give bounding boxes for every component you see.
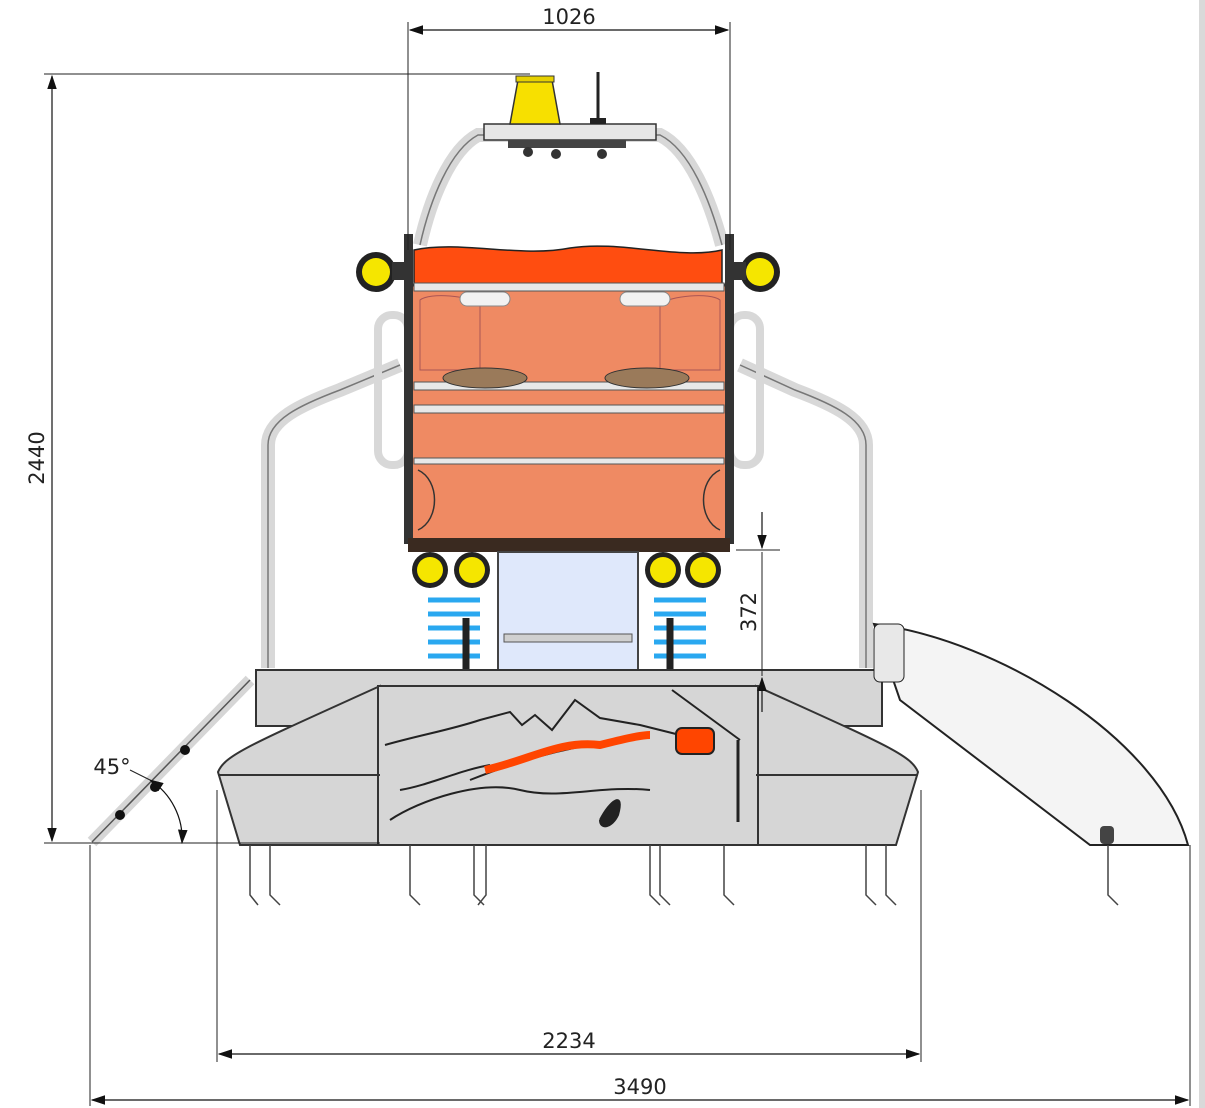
base-platform [216,669,920,846]
dim-height-total: 2440 [25,73,530,844]
work-light-left [356,252,408,292]
dim-base-width: 2234 [216,790,922,1062]
page-edge-rule [1199,0,1205,1108]
dim-base-width-label: 2234 [542,1029,595,1053]
dim-overall-width-label: 3490 [613,1075,666,1099]
dim-width-top-label: 1026 [542,5,595,29]
lower-lights-left [412,552,490,588]
dim-height-total-label: 2440 [25,431,49,484]
dim-width-top: 1026 [407,5,731,250]
lower-lights-right [645,552,721,588]
warning-beacon [509,75,561,125]
dim-spring-gap: 372 [736,512,780,712]
antenna [590,72,606,124]
ground-anchors [249,845,1119,906]
work-light-right [730,252,780,292]
dim-ramp-angle: 45° [93,755,188,845]
landscape-panel [384,689,741,828]
dim-ramp-angle-label: 45° [93,755,130,779]
center-post [491,551,647,687]
dim-spring-gap-label: 372 [737,592,761,632]
cabin [404,234,734,552]
side-fender [872,622,1190,846]
dim-overall-width: 3490 [89,845,1191,1106]
roof-plate [483,123,657,159]
